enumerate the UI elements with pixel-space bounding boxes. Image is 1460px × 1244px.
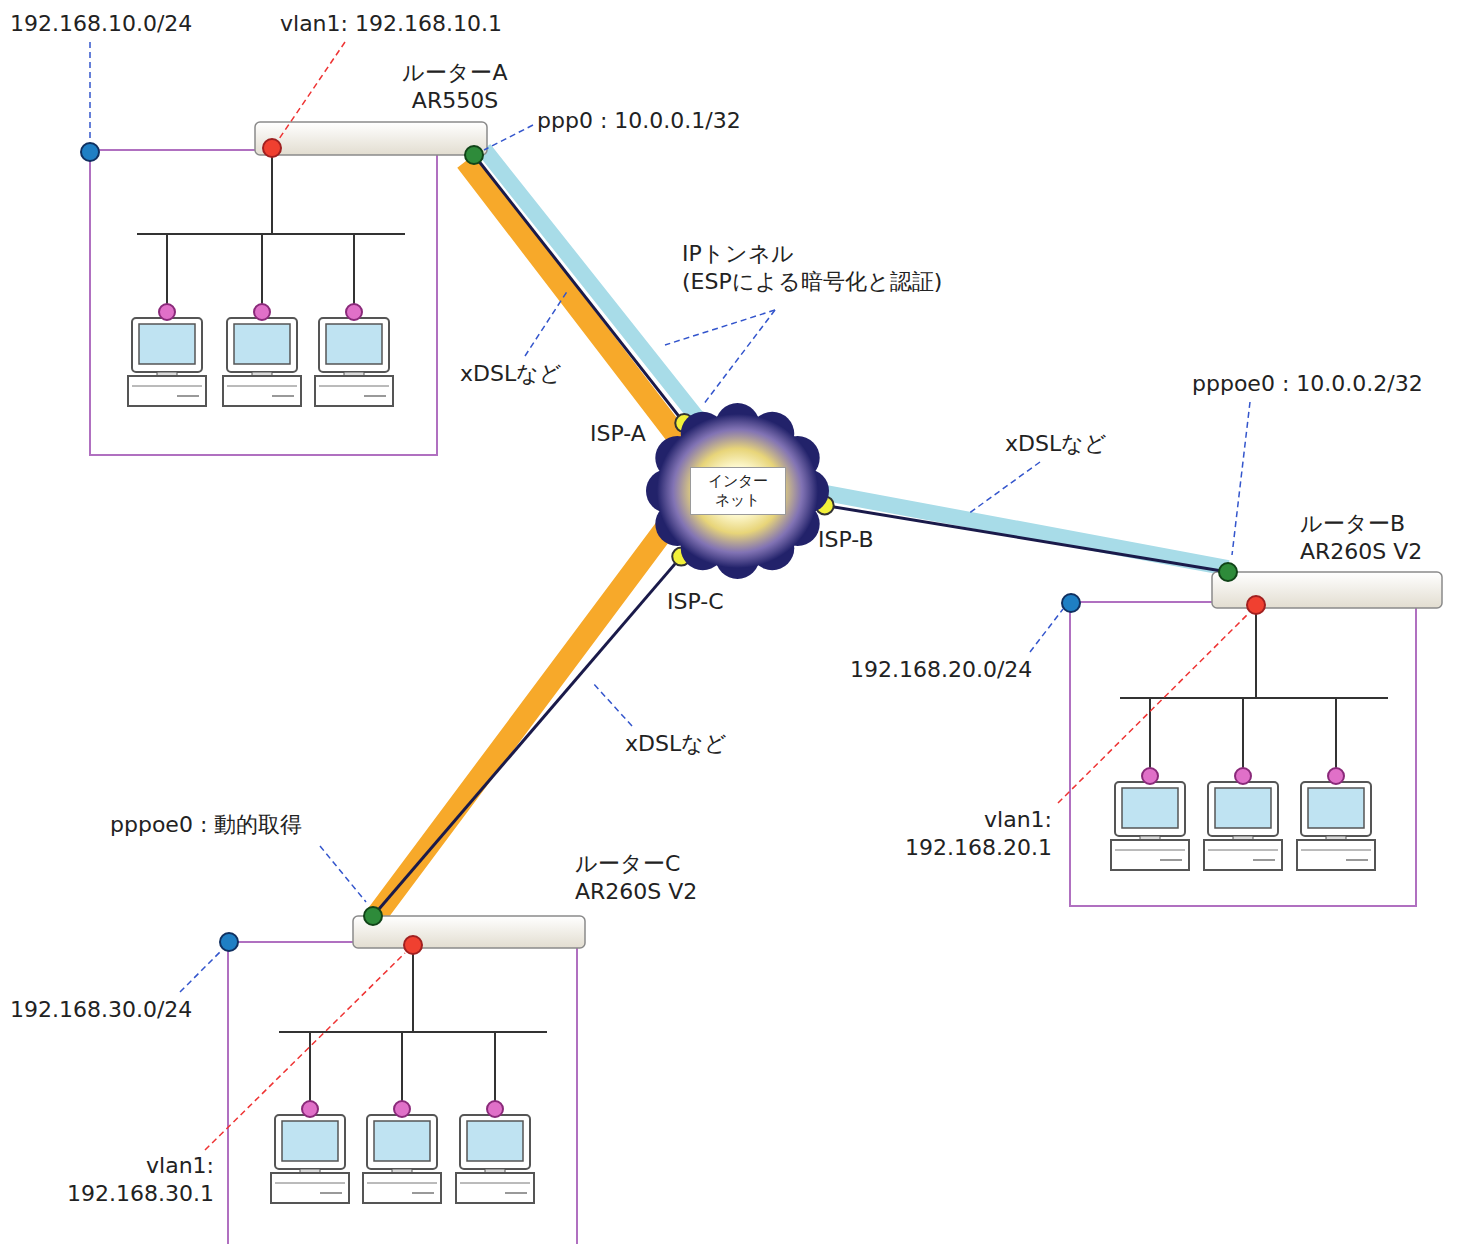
tunnel-note: IPトンネル (ESPによる暗号化と認証)	[682, 240, 1052, 296]
router-name: ルーターB	[1300, 510, 1422, 538]
line-type: xDSLなど	[460, 360, 562, 388]
leader-line	[205, 42, 1248, 1150]
interface-address: ppp0 : 10.0.0.1/32	[537, 107, 741, 135]
line-type: xDSLなど	[625, 730, 727, 758]
network-address: 192.168.30.0/24	[10, 996, 192, 1024]
interface-address: vlan1: 192.168.30.1	[24, 1152, 214, 1208]
router-body	[255, 122, 1442, 948]
leader-line	[90, 42, 1250, 992]
wan-port-dot	[1219, 563, 1237, 581]
lan-bus	[137, 150, 1388, 1109]
network-dot	[81, 143, 1080, 951]
internet-cloud: インター ネット	[645, 402, 830, 580]
network-address: 192.168.10.0/24	[10, 10, 192, 38]
interface-address: pppoe0 : 10.0.0.2/32	[1192, 370, 1423, 398]
router-name: ルーターC	[575, 850, 697, 878]
link-line	[825, 505, 1228, 572]
network-address: 192.168.20.0/24	[850, 656, 1032, 684]
path-band	[376, 161, 706, 916]
router-box: ルーターAAR550S	[255, 122, 487, 155]
site-region	[90, 150, 1416, 1244]
interface-address: vlan1: 192.168.20.1	[862, 806, 1052, 862]
router-model: AR260S V2	[575, 878, 697, 906]
wan-port-dot	[465, 146, 483, 164]
wan-port-dot	[364, 907, 382, 925]
router-box: ルーターBAR260S V2	[1212, 572, 1442, 608]
router-model: AR260S V2	[1300, 538, 1422, 566]
pc-icon	[128, 318, 1375, 1203]
interface-address: pppoe0 : 動的取得	[110, 811, 302, 839]
isp-name: ISP-C	[667, 588, 724, 616]
router-label: ルーターBAR260S V2	[1300, 510, 1422, 566]
interface-address: vlan1: 192.168.10.1	[280, 10, 502, 38]
vlan-dot	[263, 139, 1265, 954]
host-dot	[159, 304, 1344, 1117]
router-label: ルーターCAR260S V2	[575, 850, 697, 906]
router-name: ルーターA	[402, 59, 507, 87]
router-label: ルーターAAR550S	[402, 59, 507, 115]
isp-name: ISP-B	[818, 526, 873, 554]
cloud-label-box: インター ネット	[690, 467, 786, 515]
isp-name: ISP-A	[590, 420, 646, 448]
cloud-label: インター ネット	[699, 472, 777, 510]
tunnel-band	[484, 149, 1228, 568]
router-box: ルーターCAR260S V2	[353, 916, 585, 948]
cloud-glow	[657, 414, 818, 568]
router-model: AR550S	[402, 87, 507, 115]
line-type: xDSLなど	[1005, 430, 1107, 458]
